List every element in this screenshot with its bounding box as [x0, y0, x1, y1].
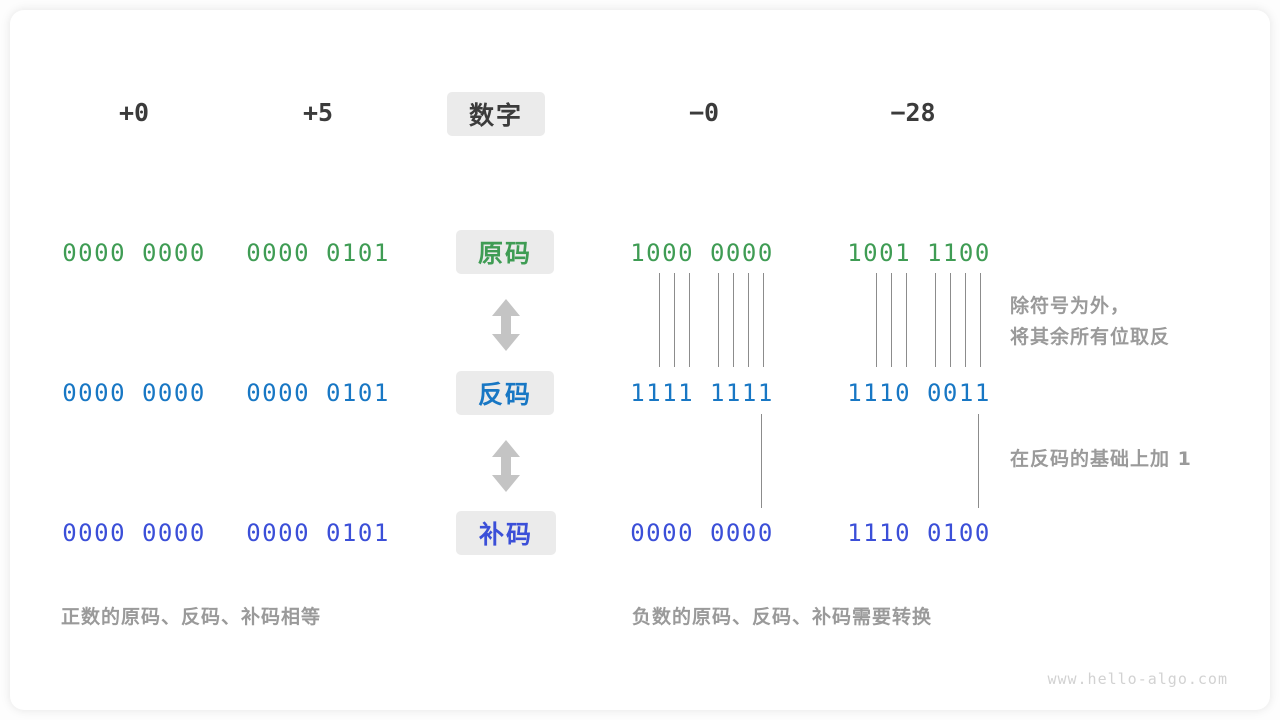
caption-positive: 正数的原码、反码、补码相等 — [61, 606, 322, 628]
annotation-invert-bits-line2: 将其余所有位取反 — [1010, 326, 1171, 348]
value-twos-complement-neg28: 1110 0100 — [847, 519, 991, 547]
value-sign-magnitude-pos5: 0000 0101 — [246, 239, 390, 267]
connector-invert-neg28-bit2 — [876, 273, 877, 367]
connector-invert-neg0-bit2 — [659, 273, 660, 367]
connector-addone-neg28 — [978, 414, 979, 508]
connector-invert-neg0-bit6 — [733, 273, 734, 367]
annotation-add-one: 在反码的基础上加 1 — [1010, 448, 1192, 470]
value-sign-magnitude-pos0: 0000 0000 — [62, 239, 206, 267]
arrow-ones-complement-to-twos-complement — [487, 439, 525, 498]
connector-invert-neg0-bit3 — [674, 273, 675, 367]
annotation-invert-bits: 除符号为外， 将其余所有位取反 — [1010, 291, 1170, 353]
annotation-invert-bits-line1: 除符号为外， — [1010, 295, 1131, 317]
arrow-sign-magnitude-to-ones-complement — [487, 298, 525, 357]
column-header-pos5: +5 — [302, 98, 334, 127]
value-twos-complement-pos5: 0000 0101 — [246, 519, 390, 547]
value-ones-complement-pos0: 0000 0000 — [62, 379, 206, 407]
watermark: www.hello-algo.com — [1047, 670, 1228, 688]
row-label-twos-complement: 补码 — [456, 511, 556, 555]
value-ones-complement-neg0: 1111 1111 — [630, 379, 774, 407]
row-label-sign-magnitude: 原码 — [456, 230, 554, 274]
connector-addone-neg0 — [761, 414, 762, 508]
connector-invert-neg28-bit3 — [891, 273, 892, 367]
column-header-pos0: +0 — [118, 98, 150, 127]
connector-invert-neg28-bit5 — [935, 273, 936, 367]
connector-invert-neg28-bit8 — [980, 273, 981, 367]
connector-invert-neg0-bit5 — [718, 273, 719, 367]
connector-invert-neg28-bit7 — [965, 273, 966, 367]
column-header-label-chip: 数字 — [447, 92, 545, 136]
diagram-card: +0 +5 数字 −0 −28 0000 0000 0000 0101 原码 1… — [10, 10, 1270, 710]
connector-invert-neg0-bit7 — [748, 273, 749, 367]
connector-invert-neg28-bit4 — [906, 273, 907, 367]
connector-invert-neg0-bit8 — [763, 273, 764, 367]
column-header-neg28: −28 — [890, 98, 936, 127]
value-sign-magnitude-neg0: 1000 0000 — [630, 239, 774, 267]
connector-invert-neg28-bit6 — [950, 273, 951, 367]
value-twos-complement-pos0: 0000 0000 — [62, 519, 206, 547]
value-ones-complement-pos5: 0000 0101 — [246, 379, 390, 407]
connector-invert-neg0-bit4 — [689, 273, 690, 367]
value-twos-complement-neg0: 0000 0000 — [630, 519, 774, 547]
value-sign-magnitude-neg28: 1001 1100 — [847, 239, 991, 267]
value-ones-complement-neg28: 1110 0011 — [847, 379, 991, 407]
row-label-ones-complement: 反码 — [456, 371, 554, 415]
caption-negative: 负数的原码、反码、补码需要转换 — [632, 606, 933, 628]
column-header-neg0: −0 — [688, 98, 720, 127]
